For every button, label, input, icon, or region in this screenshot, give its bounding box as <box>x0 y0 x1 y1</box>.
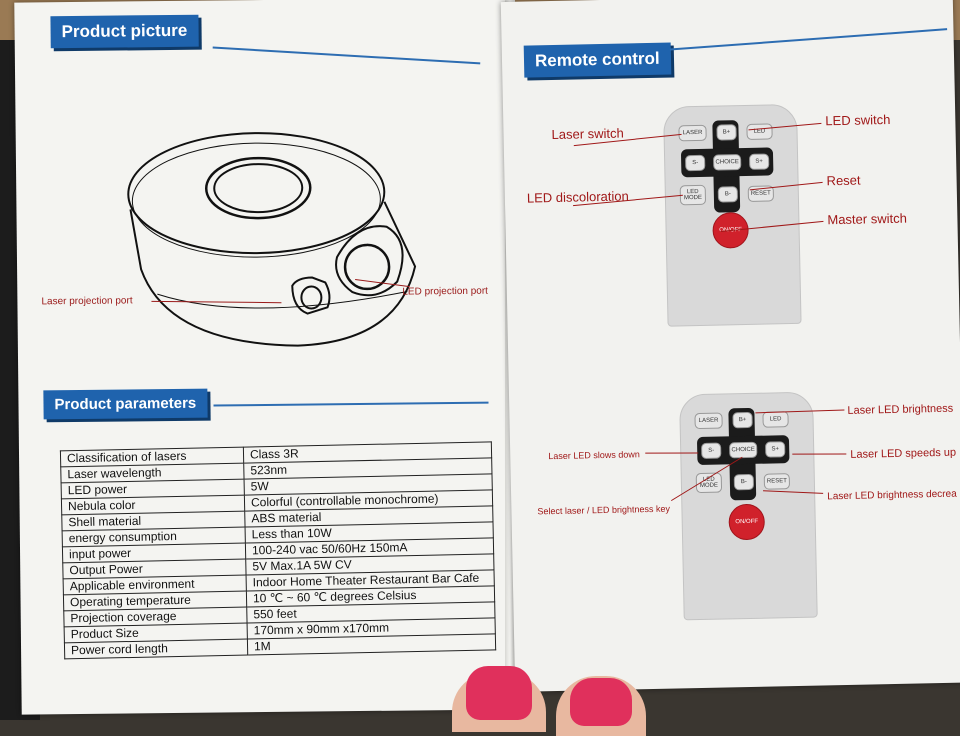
right-thumbnail <box>570 678 632 726</box>
param-name-cell: Power cord length <box>64 639 248 659</box>
heading-rule <box>212 46 481 65</box>
bottom-callout-leaders <box>645 409 847 502</box>
projector-drawing <box>127 132 417 347</box>
laser-port-label: Laser projection port <box>41 295 133 308</box>
left-page: Product picture Laser projection port LE… <box>14 0 518 715</box>
product-parameters-heading: Product parameters <box>43 388 208 420</box>
led-port-label: LED projection port <box>402 285 489 298</box>
product-picture-heading: Product picture <box>50 14 199 49</box>
left-thumbnail <box>466 666 532 720</box>
heading-rule <box>213 401 489 407</box>
right-page: Remote control LASER B+ LED S- CHOICE S+… <box>500 0 960 692</box>
top-callout-leaders <box>573 122 824 233</box>
